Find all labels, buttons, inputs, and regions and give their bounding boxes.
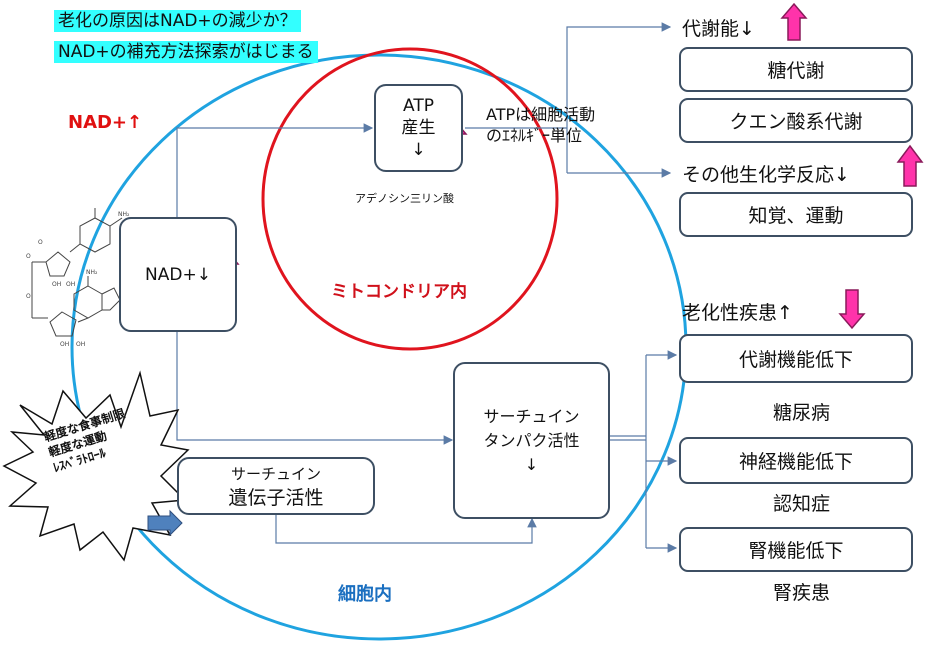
sirtuin-gene-line-2: 遺伝子活性 — [228, 487, 324, 509]
sirtuin-protein-line-2: タンパク活性 — [483, 430, 580, 450]
nad-increase-label: NAD+↑ — [68, 112, 143, 133]
kidney-disease-label: 腎疾患 — [773, 582, 831, 604]
connector-lines — [176, 22, 678, 553]
headline-line-2: NAD+の補充方法探索がはじまる — [54, 41, 318, 63]
aging-disease-heading: 老化性疾患↑ — [682, 302, 793, 324]
glucose-metabolism-box: 糖代謝 — [679, 47, 913, 92]
starburst-shape — [2, 370, 190, 562]
pink-up-arrow-icon — [896, 144, 924, 187]
citric-acid-box: クエン酸系代謝 — [679, 98, 913, 143]
svg-text:OH: OH — [66, 281, 75, 288]
blue-right-arrow-icon — [147, 509, 183, 537]
atp-production-box: ATP 産生 ↓ — [374, 84, 463, 172]
atp-caption: アデノシン三リン酸 — [355, 192, 454, 205]
headline-line-1: 老化の原因はNAD+の減少か？ — [54, 10, 301, 32]
nad-molecule-icon — [31, 208, 123, 337]
mitochondria-label: ミトコンドリア内 — [331, 282, 467, 302]
perception-motor-box: 知覚、運動 — [679, 192, 913, 237]
renal-decline-box: 腎機能低下 — [679, 527, 913, 572]
pink-down-arrow-icon — [838, 289, 866, 330]
sirtuin-protein-line-1: サーチュイン — [483, 406, 580, 426]
svg-text:O: O — [26, 253, 31, 260]
atp-down-arrow: ↓ — [411, 140, 426, 160]
atp-sub: 産生 — [401, 118, 436, 138]
svg-text:NH₂: NH₂ — [118, 211, 130, 218]
neural-decline-box: 神経機能低下 — [679, 437, 913, 484]
atp-note: ATPは細胞活動 のｴﾈﾙｷﾞｰ単位 — [486, 104, 595, 146]
svg-text:O: O — [38, 239, 43, 246]
sirtuin-gene-line-1: サーチュイン — [230, 465, 321, 483]
molecule-atom-labels: NH₂ NH₂ O O O OH OH OH OH — [26, 211, 130, 348]
svg-text:O: O — [26, 293, 31, 300]
sirtuin-gene-box: サーチュイン 遺伝子活性 — [177, 457, 375, 515]
svg-text:NH₂: NH₂ — [86, 269, 98, 276]
pink-up-arrow-icon — [780, 2, 808, 41]
diabetes-label: 糖尿病 — [773, 402, 831, 424]
atp-note-line-1: ATPは細胞活動 — [486, 105, 596, 124]
other-reactions-heading: その他生化学反応↓ — [682, 164, 850, 186]
cell-label: 細胞内 — [338, 584, 392, 605]
svg-text:OH: OH — [76, 341, 85, 348]
metabolism-heading: 代謝能↓ — [682, 18, 755, 40]
dementia-label: 認知症 — [773, 493, 831, 515]
atp-note-line-2: のｴﾈﾙｷﾞｰ単位 — [486, 126, 583, 145]
atp-title: ATP — [403, 96, 434, 116]
svg-text:OH: OH — [52, 281, 61, 288]
mitochondria-circle — [261, 47, 559, 351]
metabolic-decline-box: 代謝機能低下 — [679, 334, 913, 383]
sirtuin-protein-box: サーチュイン タンパク活性 ↓ — [453, 362, 610, 519]
nad-box: NAD+↓ — [119, 217, 237, 332]
svg-text:OH: OH — [60, 341, 69, 348]
sirtuin-protein-arrow: ↓ — [524, 454, 539, 474]
